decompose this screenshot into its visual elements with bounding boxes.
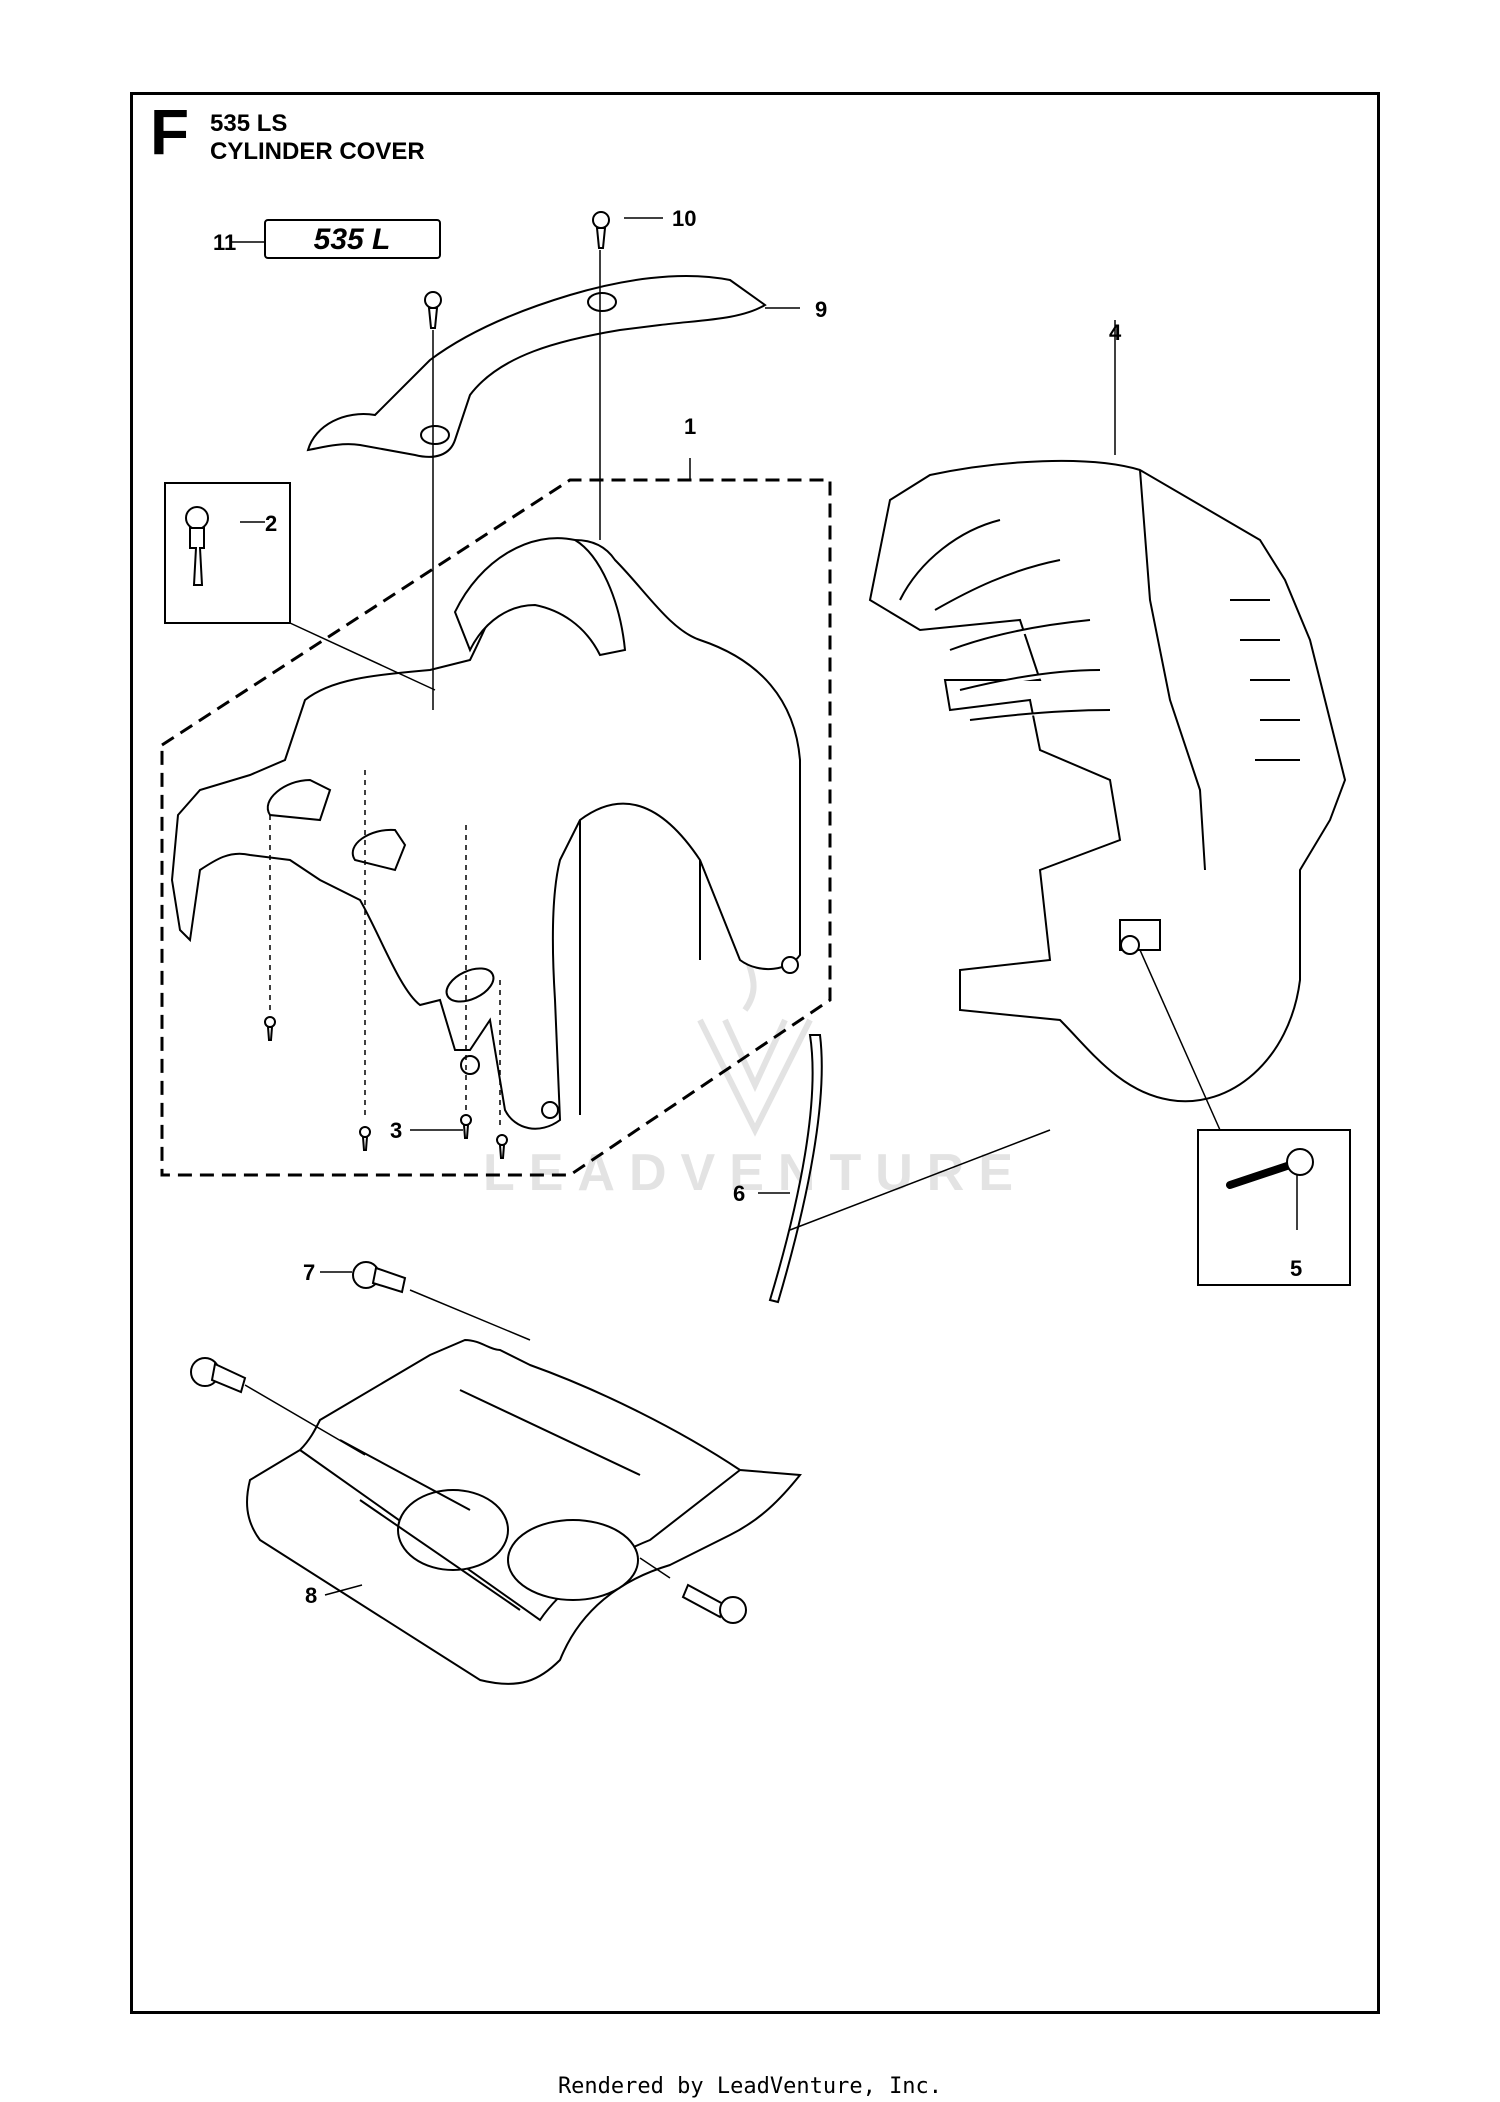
- top-cover-part-9: [306, 275, 767, 458]
- callout-4: 4: [1109, 320, 1122, 345]
- diagram-title: CYLINDER COVER: [210, 138, 425, 165]
- decal-plate: 535 L: [264, 219, 441, 259]
- callout-11: 11: [213, 230, 236, 255]
- callout-10: 10: [672, 206, 696, 231]
- assembly-1-boundary: [160, 478, 832, 1177]
- screw-9-left: [424, 291, 442, 329]
- callout-3: 3: [390, 1118, 402, 1143]
- callout-7: 7: [303, 1260, 315, 1285]
- callout-9: 9: [815, 297, 827, 322]
- decal-text: 535 L: [314, 223, 391, 256]
- callout-8: 8: [305, 1583, 317, 1608]
- assembly-screws: [264, 1016, 508, 1159]
- bottom-plate-part-8: [246, 1338, 802, 1685]
- fan-housing-part-4: [868, 459, 1347, 1103]
- footer-credit: Rendered by LeadVenture, Inc.: [557, 2074, 943, 2099]
- screw-10: [592, 211, 610, 249]
- callout-1: 1: [684, 414, 696, 439]
- part-2-inset: [164, 482, 291, 624]
- model-label: 535 LS: [210, 110, 288, 137]
- part-5-inset: [1197, 1129, 1351, 1286]
- bolt-part-8-right: [681, 1583, 747, 1624]
- callout-5: 5: [1290, 1256, 1302, 1281]
- section-letter: F: [150, 96, 190, 168]
- callout-2: 2: [265, 511, 277, 536]
- watermark-text: LEADVENTURE: [483, 1144, 1027, 1202]
- bolt-part-7: [352, 1261, 407, 1294]
- assembly-screw-lines: [269, 770, 501, 1130]
- bolt-part-8-left: [190, 1357, 247, 1394]
- seal-strip-part-6: [768, 1034, 823, 1304]
- callout-6: 6: [733, 1181, 745, 1206]
- callout-labels: 11 10 9 4 1 2 3 6 5 7 8: [213, 206, 1302, 1608]
- diagram-frame: [130, 92, 1380, 2014]
- leader-lines: [232, 217, 1298, 1596]
- cylinder-cover-part-1: [170, 537, 801, 1130]
